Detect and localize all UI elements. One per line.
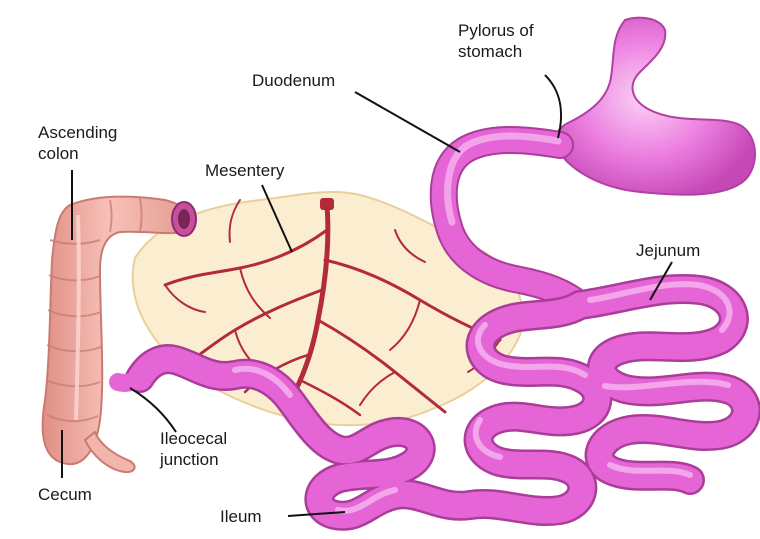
ileocecal-junction-label: Ileocecal junction: [160, 428, 260, 470]
ileum-label: Ileum: [220, 506, 262, 527]
pylorus-leader: [545, 75, 561, 138]
ascending-colon-label: Ascending colon: [38, 122, 138, 164]
jejunum-label: Jejunum: [636, 240, 700, 261]
duodenum-leader: [355, 92, 460, 152]
ileum-terminal: [118, 378, 140, 383]
ileocecal-leader: [130, 388, 176, 432]
cecum-label: Cecum: [38, 484, 92, 505]
duodenum-label: Duodenum: [252, 70, 335, 91]
vessel-cut-end: [320, 198, 334, 210]
pylorus-label: Pylorus of stomach: [458, 20, 588, 62]
mesentery-label: Mesentery: [205, 160, 284, 181]
appendix: [85, 432, 135, 472]
